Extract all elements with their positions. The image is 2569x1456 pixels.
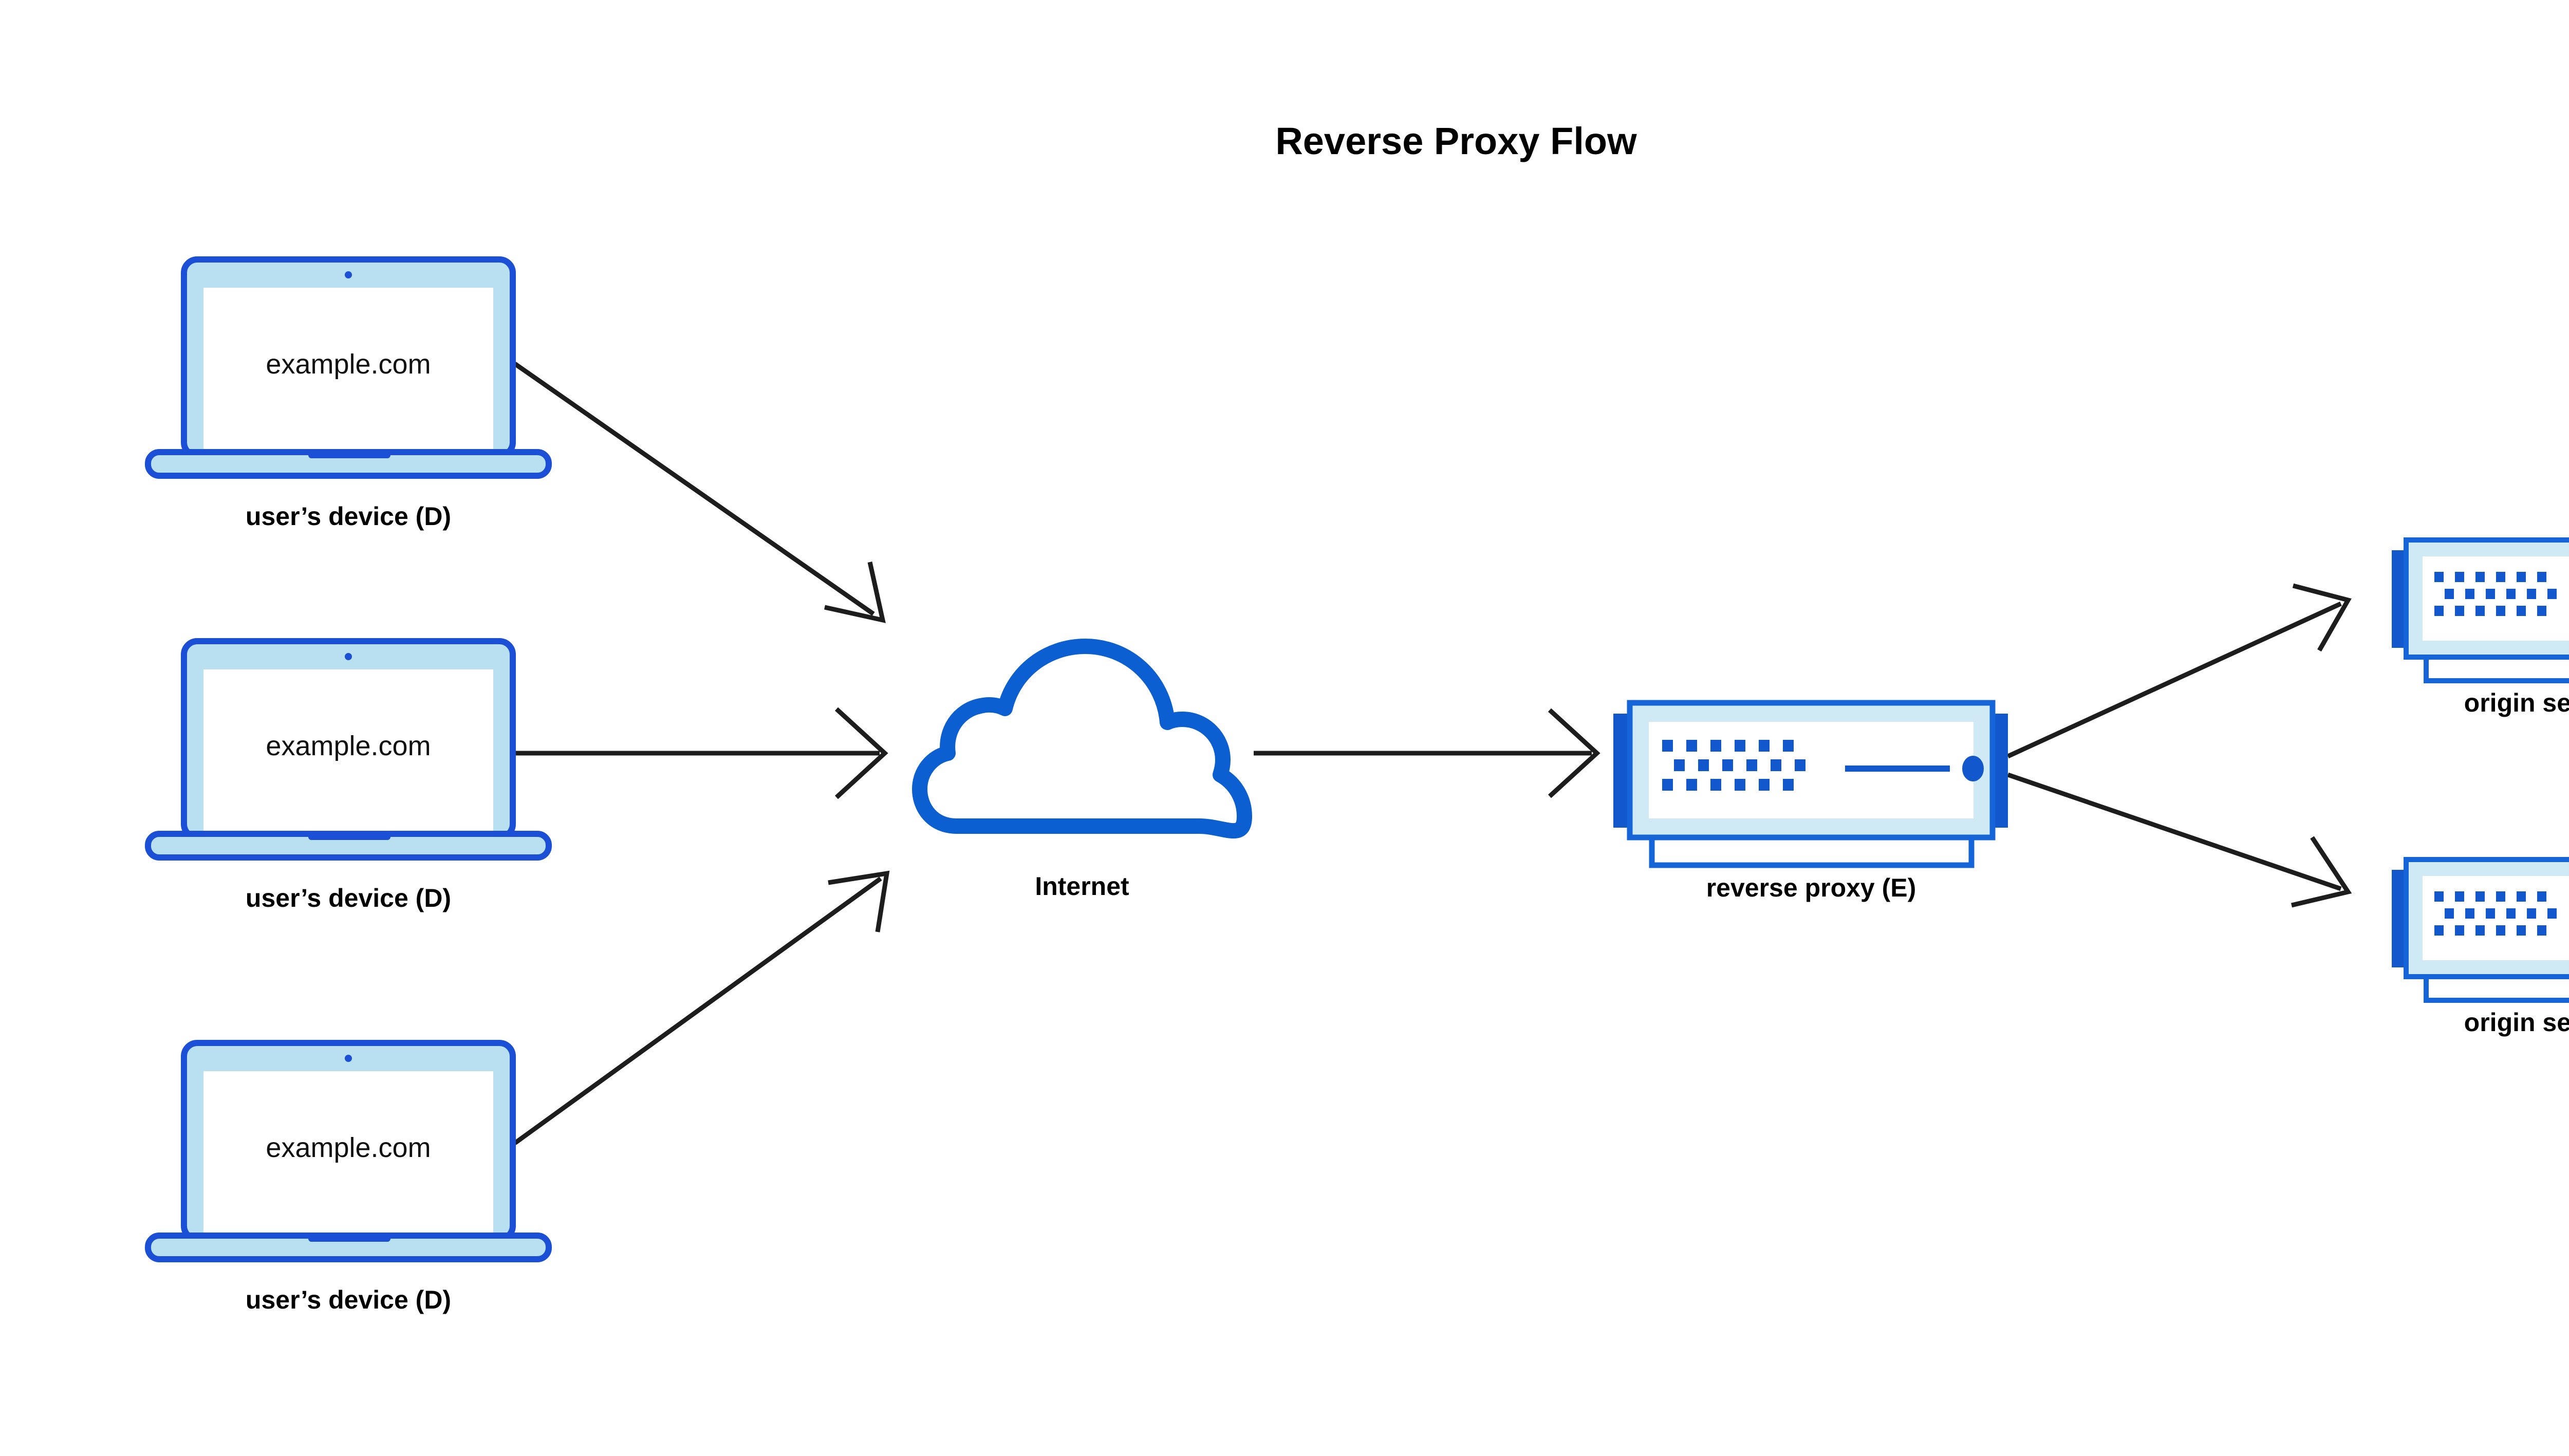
server-port-grid (2434, 572, 2557, 616)
internet-cloud[interactable]: Internet (912, 639, 1252, 901)
edge-reverse-proxy-to-origin-top (2007, 583, 2352, 759)
server-port-grid (2434, 891, 2557, 936)
laptop-screen-text: example.com (266, 731, 431, 761)
device-bottom[interactable]: example.com user’s device (D) (145, 1040, 552, 1314)
server-stand (2424, 974, 2569, 1003)
reverse-proxy[interactable]: reverse proxy (E) (1613, 700, 2008, 902)
server-inner-panel (2423, 876, 2569, 960)
server-inner-panel (2423, 556, 2569, 641)
origin-server-label: origin server (F) (2464, 688, 2569, 717)
device-middle[interactable]: example.com user’s device (D) (145, 638, 552, 912)
device-label: user’s device (D) (246, 502, 451, 531)
webcam-icon (345, 1055, 352, 1062)
laptop-screen-text: example.com (266, 349, 431, 380)
edge-internet-to-reverse-proxy (1254, 708, 1600, 798)
webcam-icon (345, 271, 352, 278)
server-stand (2424, 655, 2569, 683)
cloud-icon (912, 639, 1252, 839)
server-stand (1649, 834, 1975, 868)
server-status-line (1845, 766, 1950, 772)
laptop-trackpad-notch (308, 1234, 390, 1242)
device-label: user’s device (D) (246, 884, 451, 912)
origin-bottom[interactable]: origin server (F) (2392, 857, 2569, 1037)
laptop-trackpad-notch (308, 832, 390, 840)
laptop-screen (203, 1071, 493, 1237)
edge-device-bottom-to-internet (513, 870, 890, 1145)
server-port-grid (1662, 740, 1805, 791)
reverse-proxy-label: reverse proxy (E) (1706, 873, 1916, 902)
origin-top[interactable]: origin server (F) (2392, 537, 2569, 717)
webcam-icon (345, 653, 352, 660)
edge-reverse-proxy-to-origin-bottom (2007, 772, 2352, 908)
origin-server-label: origin server (F) (2464, 1008, 2569, 1037)
device-label: user’s device (D) (246, 1285, 451, 1314)
internet-label: Internet (1035, 872, 1129, 901)
edge-device-top-to-internet (513, 362, 886, 623)
edge-device-middle-to-internet (514, 707, 888, 799)
laptop-screen-text: example.com (266, 1132, 431, 1163)
laptop-trackpad-notch (308, 450, 390, 458)
device-top[interactable]: example.com user’s device (D) (145, 256, 552, 531)
page-title: Reverse Proxy Flow (1275, 120, 1637, 162)
laptop-screen (203, 288, 493, 453)
server-led-icon (1962, 756, 1984, 781)
laptop-screen (203, 669, 493, 835)
